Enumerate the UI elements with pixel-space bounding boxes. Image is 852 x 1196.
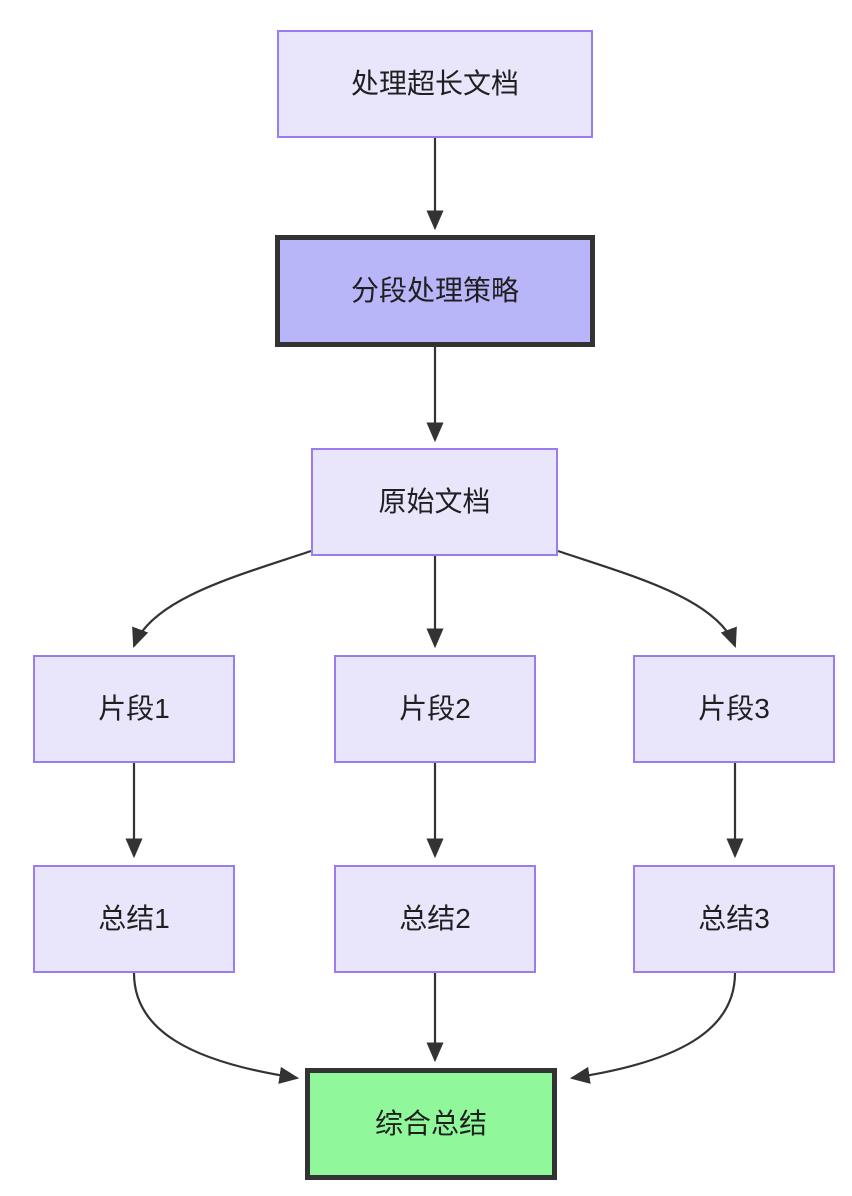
edge-summary-3-to-final-summary: [569, 972, 737, 1084]
node-fragment-3[interactable]: 片段3: [633, 655, 835, 763]
node-long-doc-label: 处理超长文档: [350, 68, 519, 100]
edge-source-doc-to-fragment-1: [132, 549, 312, 649]
node-final-summary[interactable]: 综合总结: [305, 1068, 557, 1180]
node-long-doc[interactable]: 处理超长文档: [277, 30, 593, 138]
node-fragment-1-label: 片段1: [98, 693, 170, 725]
edge-source-doc-to-fragment-3: [557, 549, 737, 649]
node-summary-1-label: 总结1: [98, 903, 170, 935]
edge-summary-1-to-final-summary: [132, 972, 300, 1084]
node-summary-2[interactable]: 总结2: [334, 865, 536, 973]
node-strategy-label: 分段处理策略: [350, 275, 519, 307]
node-strategy[interactable]: 分段处理策略: [275, 235, 595, 347]
node-final-summary-label: 综合总结: [374, 1108, 487, 1140]
node-summary-2-label: 总结2: [399, 903, 471, 935]
node-summary-3-label: 总结3: [698, 903, 770, 935]
node-source-doc-label: 原始文档: [378, 486, 491, 518]
node-fragment-2-label: 片段2: [399, 693, 471, 725]
node-summary-3[interactable]: 总结3: [633, 865, 835, 973]
node-fragment-3-label: 片段3: [698, 693, 770, 725]
node-fragment-1[interactable]: 片段1: [33, 655, 235, 763]
node-fragment-2[interactable]: 片段2: [334, 655, 536, 763]
node-summary-1[interactable]: 总结1: [33, 865, 235, 973]
node-source-doc[interactable]: 原始文档: [311, 448, 558, 556]
